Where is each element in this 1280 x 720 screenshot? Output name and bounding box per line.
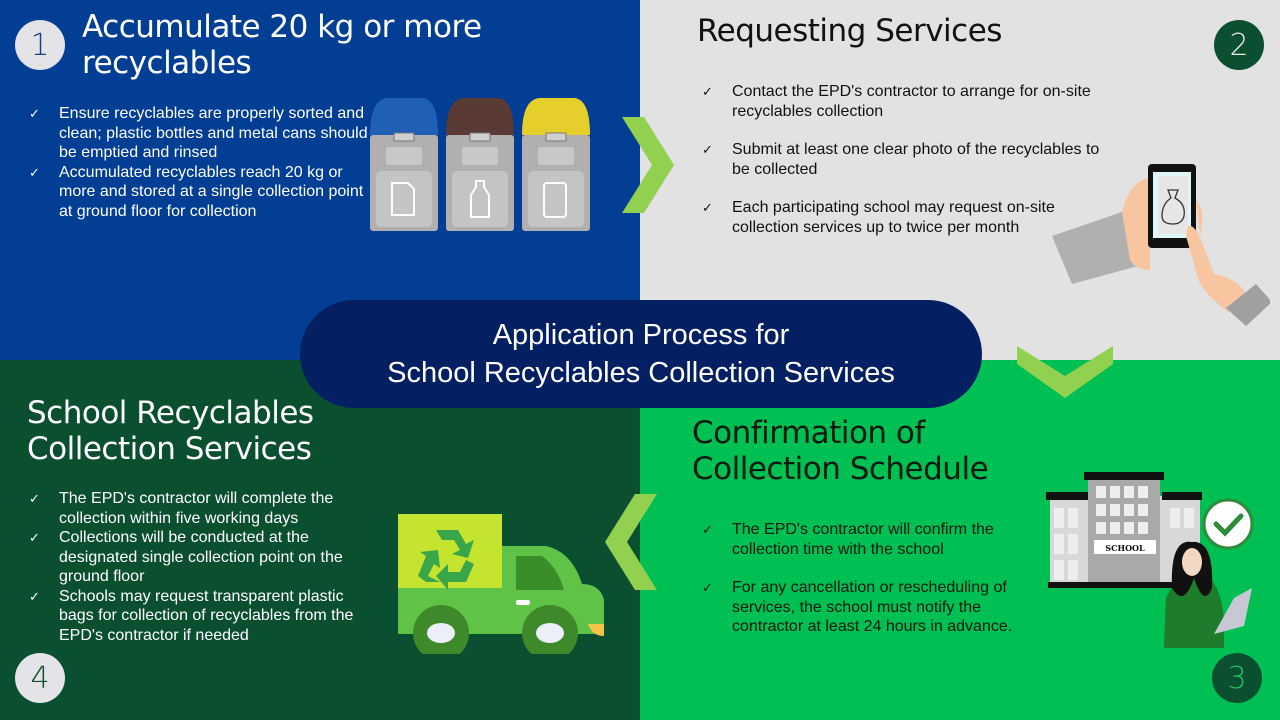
slide-title-line-1: Application Process for bbox=[492, 319, 790, 351]
checkmark-icon: ✓ bbox=[29, 164, 40, 180]
step-1-number-badge: 1 bbox=[15, 20, 65, 70]
recycling-bins-icon bbox=[370, 98, 590, 231]
school-sign: SCHOOL bbox=[1105, 543, 1145, 553]
checkmark-icon: ✓ bbox=[702, 142, 713, 157]
step-2-bullet: ✓Submit at least one clear photo of the … bbox=[702, 141, 1100, 178]
checkmark-icon: ✓ bbox=[702, 580, 713, 595]
step-4-number-badge: 4 bbox=[15, 653, 65, 703]
checkmark-icon: ✓ bbox=[29, 491, 40, 506]
step-2-bullet: ✓Each participating school may request o… bbox=[702, 199, 1055, 236]
step-2-bullet: ✓Contact the EPD's contractor to arrange… bbox=[702, 83, 1091, 120]
step-4-bullet-list: ✓The EPD's contractor will complete the … bbox=[27, 489, 377, 645]
step-4-bullet: ✓The EPD's contractor will complete the … bbox=[29, 490, 334, 527]
metal-can-bin-icon bbox=[522, 98, 590, 231]
step-1-title: Accumulate 20 kg or more recyclables bbox=[82, 9, 482, 81]
arrow-right-icon bbox=[622, 117, 674, 213]
checkmark-icon: ✓ bbox=[702, 84, 713, 99]
paper-bin-icon bbox=[370, 98, 438, 231]
step-1-bullet: ✓Accumulated recyclables reach 20 kg or … bbox=[29, 163, 364, 220]
school-building-operator-icon: SCHOOL bbox=[1046, 472, 1254, 648]
step-2-bullet-list: ✓Contact the EPD's contractor to arrange… bbox=[700, 82, 1100, 256]
checkmark-icon: ✓ bbox=[29, 530, 40, 545]
recycle-symbol-icon bbox=[418, 530, 474, 590]
step-3-title: Confirmation of Collection Schedule bbox=[692, 415, 989, 487]
checkmark-icon: ✓ bbox=[702, 522, 713, 537]
hand-holding-phone-icon bbox=[1052, 164, 1270, 326]
checkmark-icon: ✓ bbox=[29, 106, 40, 121]
step-4-panel bbox=[0, 360, 640, 720]
step-3-number-badge: 3 bbox=[1212, 653, 1262, 703]
checkmark-icon: ✓ bbox=[29, 588, 40, 604]
arrow-left-icon bbox=[605, 494, 657, 590]
step-4-bullet: ✓Collections will be conducted at the de… bbox=[29, 529, 343, 585]
arrow-down-icon bbox=[1017, 346, 1113, 398]
recycling-truck-icon bbox=[398, 514, 604, 654]
step-3-bullet: ✓For any cancellation or rescheduling of… bbox=[702, 579, 1013, 635]
slide-title-line-2: School Recyclables Collection Services bbox=[387, 357, 895, 389]
step-4-bullet: ✓Schools may request transparent plastic… bbox=[29, 587, 354, 644]
step-1-bullet: ✓Ensure recyclables are properly sorted … bbox=[29, 105, 368, 161]
slide-title-banner: Application Process for School Recyclabl… bbox=[300, 300, 982, 408]
plastic-bottle-bin-icon bbox=[446, 98, 514, 231]
step-2-title: Requesting Services bbox=[697, 13, 1002, 49]
checkmark-icon: ✓ bbox=[702, 200, 713, 215]
step-2-number-badge: 2 bbox=[1214, 20, 1264, 70]
step-1-bullet-list: ✓Ensure recyclables are properly sorted … bbox=[27, 104, 372, 221]
step-3-bullet: ✓The EPD's contractor will confirm the c… bbox=[702, 521, 994, 558]
step-3-bullet-list: ✓The EPD's contractor will confirm the c… bbox=[700, 520, 1040, 656]
step-4-title: School Recyclables Collection Services bbox=[27, 395, 314, 467]
